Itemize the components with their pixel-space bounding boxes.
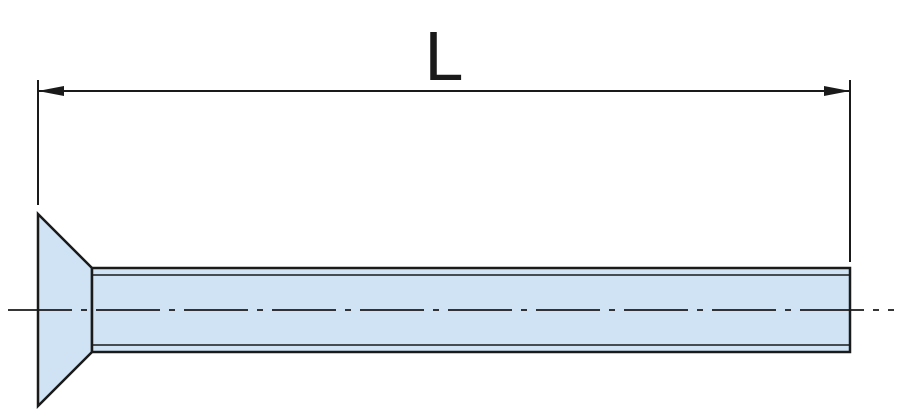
dimension-label: L — [425, 17, 464, 95]
